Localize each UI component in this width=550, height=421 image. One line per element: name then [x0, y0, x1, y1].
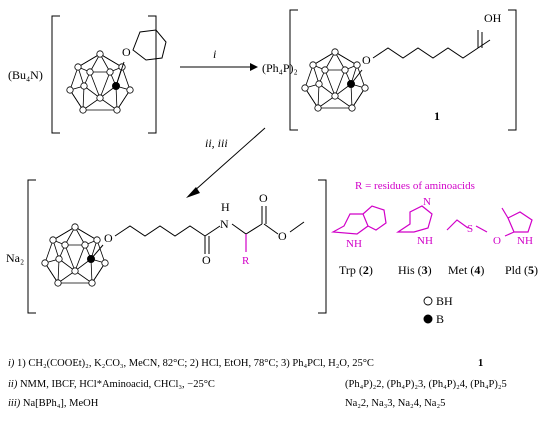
svg-text:NH: NH	[346, 238, 362, 250]
start-oxygen: O	[122, 45, 131, 59]
r-definition: R = residues of aminoacids	[355, 180, 475, 192]
product1-hydroxyl: OH	[484, 11, 502, 25]
product1-bracket-right	[508, 9, 517, 131]
b-key-icon	[423, 314, 433, 324]
start-counterion: (Bu₄N)	[8, 68, 43, 82]
arrow-step2-label: ii, iii	[205, 136, 228, 150]
condition-iii: iii) Na[BPh₄], MeOH	[8, 398, 99, 409]
final-ester-oxygen: O	[259, 191, 268, 205]
final-n-bond	[204, 225, 221, 237]
final-ester-carbonyl	[261, 206, 267, 224]
final-bracket-right	[318, 179, 327, 314]
product1-oh-bond	[477, 39, 491, 49]
final-counterion: Na₂	[6, 251, 24, 265]
pld-structure: O NH	[493, 207, 533, 247]
pld-label: Pld (5)	[505, 263, 538, 277]
final-r-group: R	[242, 255, 250, 267]
his-label: His (3)	[398, 263, 432, 277]
condition-i-product: 1	[478, 358, 484, 369]
product1-counterion: (Ph₄P)₂	[262, 61, 298, 75]
condition-ii: ii) NMM, IBCF, HCl*Aminoacid, CHCl₃, −25…	[8, 379, 215, 390]
start-bracket-right	[148, 15, 157, 134]
svg-text:N: N	[423, 196, 431, 208]
final-oxygen: O	[104, 231, 113, 245]
arrow-step1-head	[250, 63, 258, 71]
final-chain	[114, 225, 206, 237]
his-structure: N NH	[396, 196, 433, 247]
start-carborane-cage	[66, 50, 134, 114]
b-key-label: B	[436, 312, 444, 326]
met-structure: S	[446, 219, 488, 235]
svg-text:S: S	[467, 223, 473, 235]
arrow-step2	[192, 127, 266, 193]
start-o-bond	[115, 61, 125, 87]
product1-oxygen: O	[362, 53, 371, 67]
svg-text:O: O	[493, 235, 501, 247]
thp-ring	[132, 29, 167, 61]
product1-bracket-left	[289, 9, 298, 131]
final-ester-methoxy-oxygen: O	[278, 229, 287, 243]
condition-ii-product: (Ph₄P)₂2, (Ph₄P)₂3, (Ph₄P)₂4, (Ph₄P)₂5	[345, 379, 507, 390]
final-o-bond	[90, 244, 104, 260]
final-alpha-bond	[231, 223, 263, 235]
final-nitrogen: N	[220, 217, 229, 231]
arrow-step2-head	[186, 187, 200, 198]
product1-chain	[372, 47, 479, 59]
trp-structure: NH	[330, 205, 387, 250]
final-ester-o-bond	[263, 223, 279, 235]
final-carborane-cage	[41, 223, 109, 287]
condition-iii-product: Na₂2, Na₃3, Na₂4, Na₂5	[345, 398, 446, 409]
final-amide-carbonyl	[204, 236, 210, 254]
final-nh-h: H	[221, 200, 230, 214]
trp-label: Trp (2)	[339, 263, 373, 277]
product1-o-bond	[350, 69, 363, 85]
arrow-step1-label: i	[213, 47, 216, 61]
final-amide-oxygen: O	[202, 253, 211, 267]
bh-key-label: BH	[436, 294, 453, 308]
bh-key-icon	[423, 296, 433, 306]
product1-label: 1	[434, 109, 440, 123]
final-methyl	[289, 221, 305, 233]
product1-carborane-cage	[301, 48, 369, 112]
svg-text:NH: NH	[417, 235, 433, 247]
condition-i: i) 1) CH₂(COOEt)₂, K₂CO₃, MeCN, 82°C; 2)…	[8, 358, 374, 369]
met-label: Met (4)	[448, 263, 484, 277]
final-bracket-left	[27, 179, 36, 314]
svg-text:NH: NH	[517, 235, 533, 247]
start-bracket-left	[51, 15, 60, 134]
